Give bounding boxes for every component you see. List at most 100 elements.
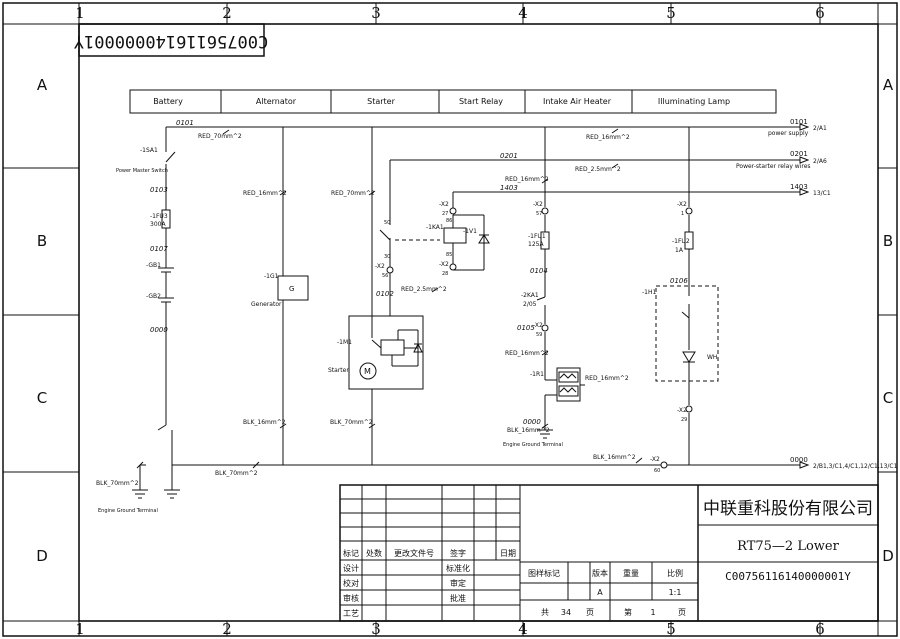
total-label: 共 [541,608,549,617]
col-label-3: 3 [371,4,381,22]
label-fu3-value: 300A [150,221,166,228]
gauge-red16-b: RED_16mm^2 [586,134,630,141]
stamp-box [78,23,265,57]
label-check: 校对 [343,578,359,588]
wire-0106: 0106 [670,277,688,285]
col-label-6: 6 [815,4,825,22]
sheet-label: 第 [624,607,632,617]
row-label-b: B [37,232,47,250]
label-ka2: -2KA1 [521,292,539,299]
gauge-blk70-c: BLK_70mm^2 [96,480,139,487]
rev-header-mark: 标记 [343,548,359,558]
wire-0201: 0201 [500,152,518,160]
row-label-d-right: D [882,547,894,565]
rev-header-date: 日期 [500,549,516,558]
label-h1: -1H1 [642,289,656,296]
label-k1: 50 [384,220,390,226]
ref-2a1: 2/A1 [813,125,827,132]
wire-0000-right: 0000 [790,456,808,464]
label-v1: -1V1 [463,228,477,235]
company-name: 中联重科股份有限公司 [703,499,873,519]
wire-0105: 0105 [517,324,535,332]
model-name: RT75—2 Lower [737,539,839,554]
label-egt2: Engine Ground Terminal [503,442,563,448]
label-p59: 59 [536,332,542,338]
label-g1: -1G1 [264,273,279,280]
version-value: A [597,588,603,597]
header-start-relay: Start Relay [459,97,503,106]
wire-0104: 0104 [530,267,548,275]
label-starter: Starter [328,367,349,374]
label-fu3: -1FU3 [150,213,168,220]
drawing-number: C00756116140000001Y [725,570,851,583]
label-standard: 标准化 [446,563,470,573]
ref-2a6: 2/A6 [813,158,827,165]
label-x2c: -X2 [375,263,385,270]
ref-relay-wires: Power-starter relay wires [736,163,811,170]
header-intake-heater: Intake Air Heater [543,97,612,106]
title-block [339,484,879,622]
label-review: 审核 [343,593,359,603]
sheet-header-weight: 重量 [623,568,639,578]
ref-power-supply: power supply [768,130,809,137]
label-design: 设计 [343,563,359,573]
scale-value: 1:1 [669,588,682,597]
wire-0201-right: 0201 [790,150,808,158]
label-process: 工艺 [343,609,359,618]
gauge-red16-d: RED_16mm^2 [505,350,549,357]
ref-multi: 2/B1,3/C1,4/C1,12/C1,13/C1 [813,463,898,470]
rev-header-count: 处数 [366,548,382,558]
wire-0000b: 0000 [523,418,541,426]
label-p27: 27 [442,211,448,217]
label-p28: 28 [442,271,448,277]
label-egt1: Engine Ground Terminal [98,508,158,514]
col-label-1: 1 [75,4,85,22]
wire-0102: 0102 [376,290,394,298]
label-g: G [289,285,294,293]
label-authorize: 批准 [450,593,466,603]
label-x2e: -X2 [533,322,543,329]
row-label-a-right: A [883,76,894,94]
col-label-2: 2 [222,4,232,22]
gauge-blk70-a: BLK_70mm^2 [330,419,373,426]
sheet-header-mark: 图样标记 [528,568,560,578]
sheet-value: 1 [650,608,655,617]
label-x2d: -X2 [533,201,543,208]
sheet-header-version: 版本 [592,568,608,578]
label-fu1: -1FU1 [528,233,546,240]
row-label-a: A [37,76,48,94]
label-p29: 29 [681,417,687,423]
label-approve: 审定 [450,578,466,588]
col-label-4b: 4 [518,620,528,638]
header-lamp: Illuminating Lamp [658,97,730,106]
row-label-c: C [37,389,47,407]
label-k4: 85 [446,252,452,258]
gauge-blk16-c: BLK_16mm^2 [507,427,550,434]
label-x2a: -X2 [439,201,449,208]
col-label-5b: 5 [666,620,676,638]
row-label-b-right: B [883,232,893,250]
label-m1: -1M1 [337,339,352,346]
label-generator: Generator [251,301,282,308]
gauge-red25-a: RED_2.5mm^2 [401,286,447,293]
label-m: M [364,367,371,376]
inner-frame [78,23,879,622]
label-x2h: -X2 [650,456,660,463]
label-ka1: -1KA1 [426,224,444,231]
gauge-red16-c: RED_16mm^2 [505,176,549,183]
wire-0000: 0000 [150,326,168,334]
label-fu2: -1FU2 [672,238,690,245]
label-p60: 60 [654,468,660,474]
rev-header-sign: 签字 [450,548,466,558]
wire-0103: 0103 [150,186,168,194]
rev-header-file: 更改文件号 [394,548,434,558]
gauge-red16-e: RED_16mm^2 [585,375,629,382]
col-label-2b: 2 [222,620,232,638]
stamp-code-mirrored: C00756116140000001Y [74,31,268,51]
label-r1: -1R1 [530,371,544,378]
wire-1403-right: 1403 [790,183,808,191]
label-p57: 57 [536,211,542,217]
gauge-blk16-b: BLK_16mm^2 [593,454,636,461]
